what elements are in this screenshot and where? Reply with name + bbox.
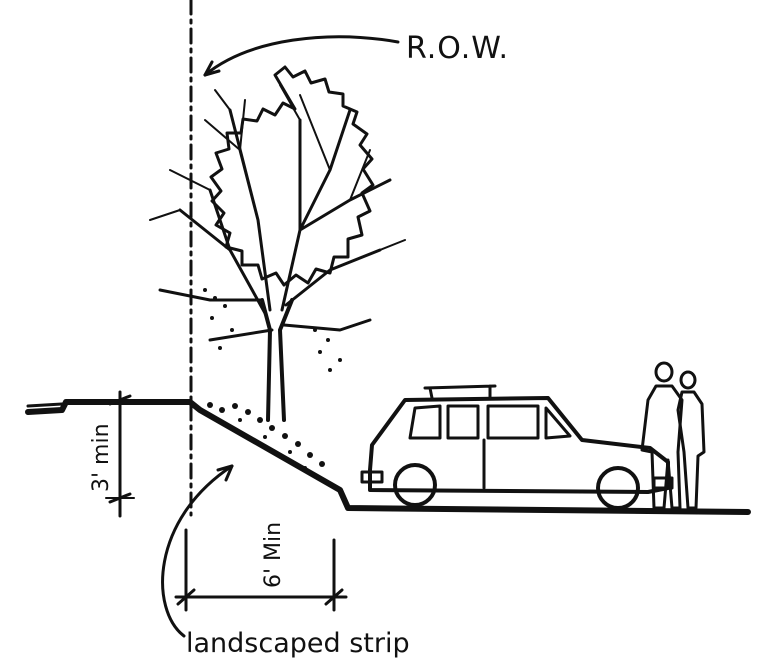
- row-label: R.O.W.: [406, 31, 509, 66]
- strip-width-dimension: [174, 528, 348, 612]
- foliage-stipple: [203, 288, 342, 372]
- people-illustration: [640, 361, 706, 510]
- car-illustration: [360, 384, 674, 510]
- strip-width-label: 6' Min: [261, 522, 286, 588]
- berm-height-dimension: [105, 390, 135, 518]
- ground-cover-stipple: [207, 402, 325, 470]
- ground-profile: [25, 399, 751, 515]
- row-leader-arrow: [203, 35, 400, 77]
- strip-leader-arrow: [161, 464, 234, 638]
- berm-height-label: 3' min: [89, 423, 114, 492]
- tree-illustration: [149, 65, 406, 470]
- landscaped-strip-label: landscaped strip: [186, 628, 410, 659]
